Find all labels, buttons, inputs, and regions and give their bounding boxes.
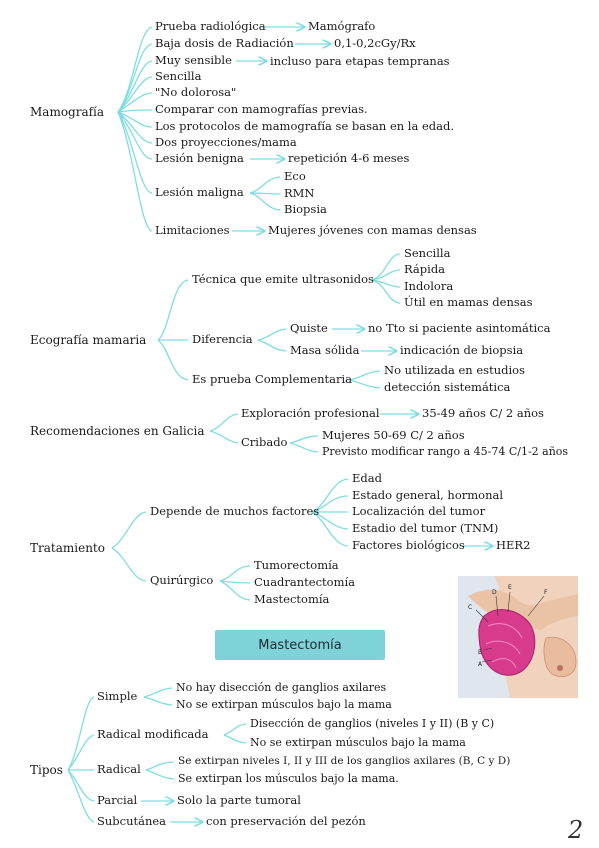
quirurgico-item: Mastectomía (254, 592, 330, 606)
dosis-label: 0,1-0,2cGy/Rx (334, 36, 416, 50)
cribado-item: Mujeres 50-69 C/ 2 años (322, 428, 465, 442)
tipo-detail: Solo la parte tumoral (177, 793, 301, 807)
quirurgico-label: Quirúrgico (150, 573, 214, 587)
illus-label: E (508, 584, 512, 591)
mamografia-item: "No dolorosa" (155, 85, 237, 99)
mamografia-item: Muy sensible (155, 53, 232, 67)
tecnica-item: Útil en mamas densas (404, 295, 533, 309)
masa-label: Masa sólida (290, 343, 360, 357)
mamografia-item: Dos proyecciones/mama (155, 135, 297, 149)
cribado-label: Cribado (241, 435, 288, 449)
her2-label: HER2 (496, 538, 531, 552)
quirurgico-item: Cuadrantectomía (254, 575, 356, 589)
maligna-sub: Eco (284, 169, 306, 183)
mamografia-item: Sencilla (155, 69, 202, 83)
tecnica-item: Rápida (404, 262, 446, 276)
tipo-detail: No se extirpan músculos bajo la mama (250, 736, 466, 749)
mamografia-item: Limitaciones (155, 223, 230, 237)
mamografia-item: Lesión maligna (155, 185, 244, 199)
factor-item: Factores biológicos (352, 538, 465, 552)
tipo-detail: Se extirpan los músculos bajo la mama. (178, 772, 399, 785)
tipo-detail: Disección de ganglios (niveles I y II) (… (250, 717, 495, 730)
exploracion-label: Exploración profesional (241, 406, 380, 420)
mamografia-item: Lesión benigna (155, 151, 244, 165)
tipo-detail: No hay disección de ganglios axilares (176, 681, 387, 694)
mastectomy-illustration: C D E F A B (458, 576, 578, 698)
exploracion-result: 35-49 años C/ 2 años (422, 406, 544, 420)
mastectomia-banner: Mastectomía (215, 630, 385, 660)
illus-label: D (492, 589, 497, 596)
banner-title: Mastectomía (258, 638, 342, 653)
tecnica-label: Técnica que emite ultrasonidos (192, 272, 374, 286)
illus-label: F (544, 589, 548, 596)
factor-item: Estado general, hormonal (352, 488, 504, 502)
tipo-radical: Radical (97, 762, 141, 776)
ecografia-title: Ecografía mamaria (30, 333, 147, 347)
tratamiento-title: Tratamiento (30, 541, 105, 555)
maligna-sub: Biopsia (284, 202, 327, 216)
factor-item: Localización del tumor (352, 504, 486, 518)
cribado-item: Previsto modificar rango a 45-74 C/1-2 a… (322, 445, 569, 458)
factores-label: Depende de muchos factores (150, 504, 320, 518)
tecnica-item: Indolora (404, 279, 454, 293)
complementaria-label: Es prueba Complementaria (192, 372, 352, 386)
quiste-label: Quiste (290, 321, 328, 335)
factor-item: Edad (352, 471, 382, 485)
page-number: 2 (568, 816, 584, 844)
benigna-result: repetición 4-6 meses (288, 151, 410, 165)
galicia-title: Recomendaciones en Galicia (30, 424, 205, 438)
quirurgico-item: Tumorectomía (254, 558, 339, 572)
quiste-result: no Tto si paciente asintomática (368, 321, 551, 335)
tipo-simple: Simple (97, 689, 138, 703)
mamografo-label: Mamógrafo (308, 19, 376, 33)
maligna-sub: RMN (284, 186, 315, 200)
limitaciones-result: Mujeres jóvenes con mamas densas (268, 223, 477, 237)
tipo-detail: con preservación del pezón (206, 814, 366, 828)
illus-label: A (478, 661, 483, 668)
mamografia-item: Baja dosis de Radiación (155, 36, 294, 50)
tipo-subcutanea: Subcutánea (97, 814, 167, 828)
illus-label: B (478, 649, 482, 656)
sensible-note: incluso para etapas tempranas (270, 54, 450, 68)
complementaria-result: detección sistemática (384, 380, 511, 394)
illus-label: C (468, 604, 472, 611)
tecnica-item: Sencilla (404, 246, 451, 260)
mamografia-title: Mamografía (30, 105, 105, 119)
complementaria-result: No utilizada en estudios (384, 363, 525, 377)
factor-item: Estadio del tumor (TNM) (352, 521, 499, 535)
masa-result: indicación de biopsia (400, 343, 524, 357)
tipos-title: Tipos (30, 763, 63, 777)
tipo-detail: No se extirpan músculos bajo la mama (176, 698, 392, 711)
tipo-radical-modificada: Radical modificada (97, 727, 209, 741)
mamografia-item: Comparar con mamografías previas. (155, 102, 368, 116)
tipo-parcial: Parcial (97, 793, 138, 807)
mamografia-item: Prueba radiológica (155, 19, 266, 33)
diferencia-label: Diferencia (192, 332, 253, 346)
tipo-detail: Se extirpan niveles I, II y III de los g… (178, 755, 511, 767)
mamografia-item: Los protocolos de mamografía se basan en… (155, 119, 455, 133)
